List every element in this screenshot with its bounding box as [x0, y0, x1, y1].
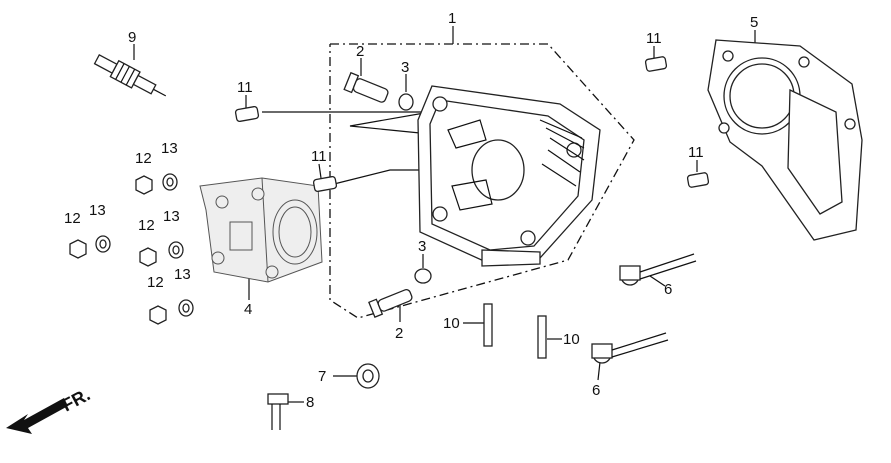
callout-6-lower: 6	[592, 382, 600, 399]
callout-3-lower: 3	[418, 238, 426, 255]
callout-7: 7	[318, 368, 326, 385]
callout-2-upper: 2	[356, 43, 364, 60]
callout-12-c: 12	[138, 217, 155, 234]
callout-13-d: 13	[174, 266, 191, 283]
callout-5: 5	[750, 14, 758, 31]
callout-13-a: 13	[161, 140, 178, 157]
callout-8: 8	[306, 394, 314, 411]
valve-guide-upper	[343, 71, 389, 103]
flange-bolt	[267, 393, 289, 430]
callout-11-c: 11	[646, 30, 662, 47]
stud-right	[537, 315, 547, 359]
long-bolt-upper	[619, 253, 697, 286]
callout-12-a: 12	[135, 150, 152, 167]
dowel-2	[312, 176, 338, 192]
callout-1: 1	[448, 10, 456, 27]
callout-2-lower: 2	[395, 325, 403, 342]
cylinder	[199, 177, 323, 283]
spark-plug	[93, 53, 167, 97]
o-ring-lower	[414, 268, 432, 284]
callout-12-d: 12	[147, 274, 164, 291]
valve-guide-lower	[368, 289, 413, 319]
cylinder-head	[417, 85, 601, 267]
callout-4: 4	[244, 301, 252, 318]
nut-4	[149, 305, 167, 325]
washer-1	[162, 173, 178, 191]
seal-washer	[356, 363, 380, 389]
callout-11-d: 11	[688, 144, 704, 161]
washer-2	[95, 235, 111, 253]
stud-left	[483, 303, 493, 347]
callout-10-right: 10	[563, 331, 580, 348]
nut-3	[139, 247, 157, 267]
front-direction-arrow: FR.	[6, 384, 93, 434]
callout-13-b: 13	[89, 202, 106, 219]
callout-12-b: 12	[64, 210, 81, 227]
callout-6-upper: 6	[664, 281, 672, 298]
callout-numbers: 1 2 3 3 2 4 5 6 6 7 8 9 10 10 11 11 11 1…	[64, 10, 758, 411]
head-gasket	[707, 39, 863, 241]
dowel-1	[234, 106, 260, 122]
callout-3-upper: 3	[401, 59, 409, 76]
front-label: FR.	[58, 384, 93, 415]
dowel-4	[686, 172, 710, 188]
callout-11-a: 11	[237, 79, 253, 96]
long-bolt-lower	[591, 332, 669, 364]
nut-1	[135, 175, 153, 195]
dowel-3	[644, 56, 668, 72]
leader-lines	[133, 26, 756, 403]
o-ring-upper	[398, 93, 414, 111]
washer-3	[168, 241, 184, 259]
callout-9: 9	[128, 29, 136, 46]
callout-10-left: 10	[443, 315, 460, 332]
callout-11-b: 11	[311, 148, 327, 165]
callout-13-c: 13	[163, 208, 180, 225]
washer-4	[178, 299, 194, 317]
assembly-outline	[329, 43, 635, 319]
nut-2	[69, 239, 87, 259]
